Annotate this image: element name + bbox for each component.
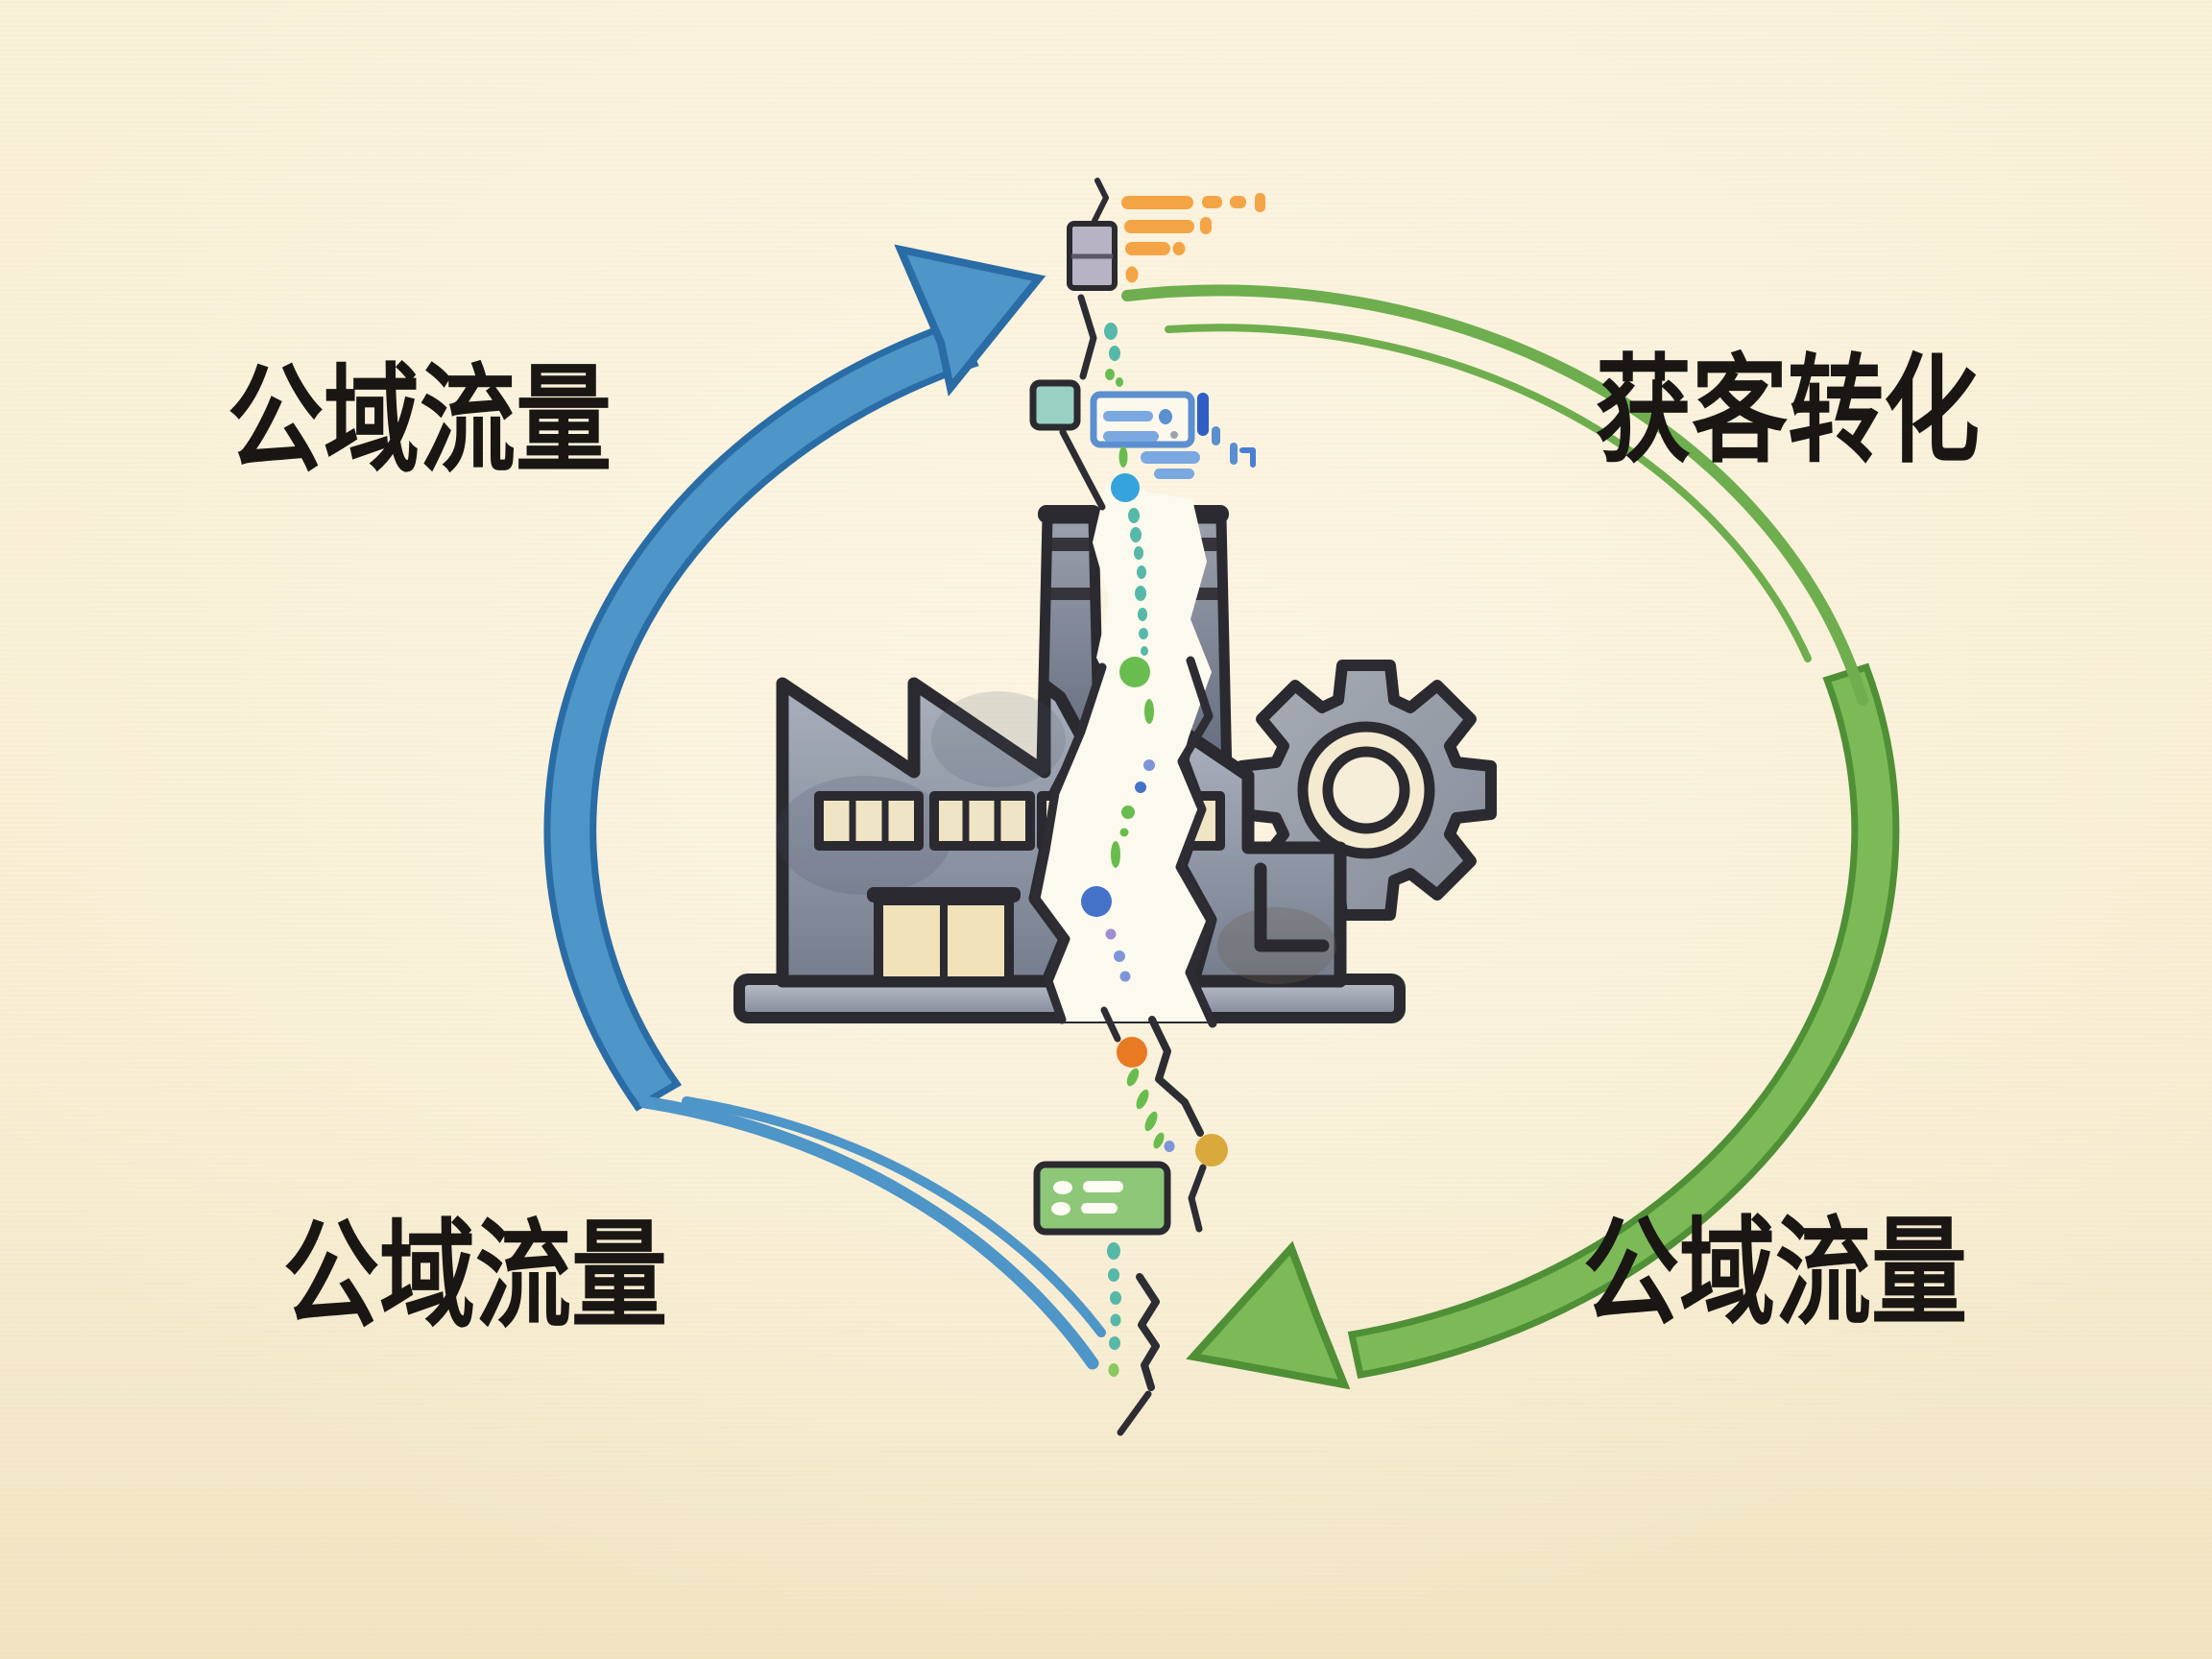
green-cycle-arrow — [1121, 284, 1900, 1390]
blue-arrowhead — [894, 244, 1046, 397]
label-public-traffic-bottom-right: 公域流量 — [1582, 1205, 1968, 1341]
label-acquisition-conversion-top-right: 获客转化 — [1595, 343, 1981, 479]
blue-arc-strand-outer — [638, 1095, 1099, 1370]
flow-dots — [1081, 323, 1228, 1377]
green-arc-strand-inner — [1165, 324, 1812, 662]
panel-widget — [1067, 221, 1118, 291]
factory-step-line — [1254, 862, 1330, 952]
green-arc-strand-outer — [1121, 284, 1868, 706]
browser-card-widget — [1090, 391, 1256, 479]
factory-door — [867, 887, 1021, 986]
crack-white-strip — [1036, 485, 1213, 1022]
green-arrowhead — [1186, 1240, 1351, 1390]
blue-arc-strand-inner — [682, 1096, 1106, 1337]
label-public-traffic-bottom-left: 公域流量 — [282, 1208, 668, 1344]
bar-chart-widget — [1121, 193, 1265, 283]
factory-windows — [814, 791, 1085, 851]
blue-cycle-arrow — [543, 244, 1106, 1370]
crack-line — [1031, 178, 1217, 1436]
green-arc-band — [1347, 662, 1900, 1380]
teal-square-widget — [1029, 379, 1081, 431]
label-public-traffic-top-left: 公域流量 — [227, 352, 613, 489]
checklist-card-widget — [1033, 1161, 1171, 1236]
